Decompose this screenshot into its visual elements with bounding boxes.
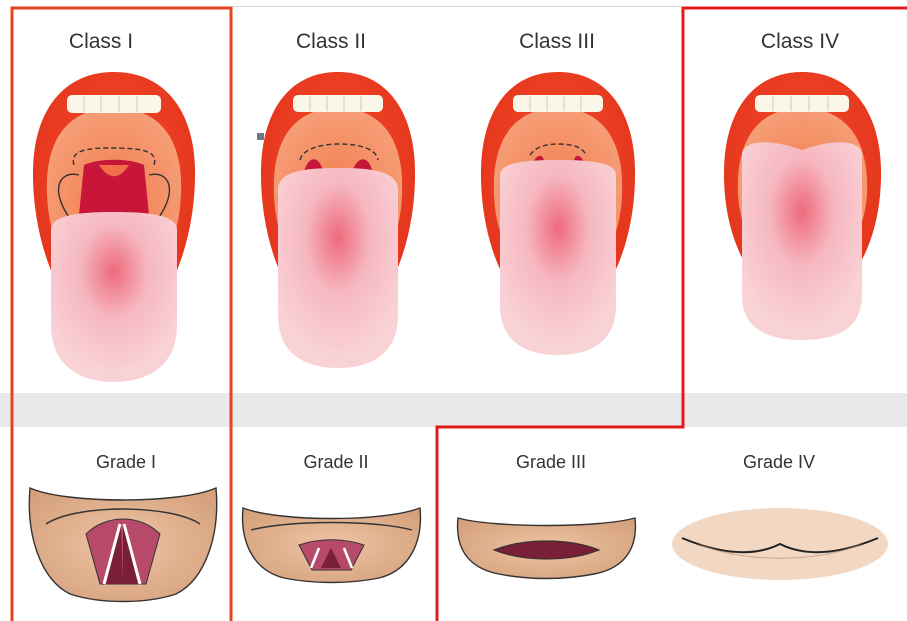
larynx-grade-4-illustration xyxy=(670,508,890,588)
mouth-class-3-illustration xyxy=(478,70,638,360)
grade-4-label: Grade IV xyxy=(689,452,869,473)
grade-3-label: Grade III xyxy=(461,452,641,473)
section-divider-band xyxy=(0,393,907,427)
larynx-grade-3-illustration xyxy=(454,512,639,582)
top-divider xyxy=(232,6,682,7)
class-3-label: Class III xyxy=(467,30,647,54)
class-2-label: Class II xyxy=(241,30,421,54)
grade-2-label: Grade II xyxy=(246,452,426,473)
class-4-label: Class IV xyxy=(710,30,890,54)
mouth-class-4-illustration xyxy=(720,70,885,345)
larynx-grade-2-illustration xyxy=(239,500,424,585)
mouth-class-1-illustration xyxy=(29,70,199,385)
larynx-grade-1-illustration xyxy=(26,484,220,604)
mouth-class-2-illustration xyxy=(258,70,418,370)
class-1-label: Class I xyxy=(11,30,191,54)
grade-1-label: Grade I xyxy=(36,452,216,473)
